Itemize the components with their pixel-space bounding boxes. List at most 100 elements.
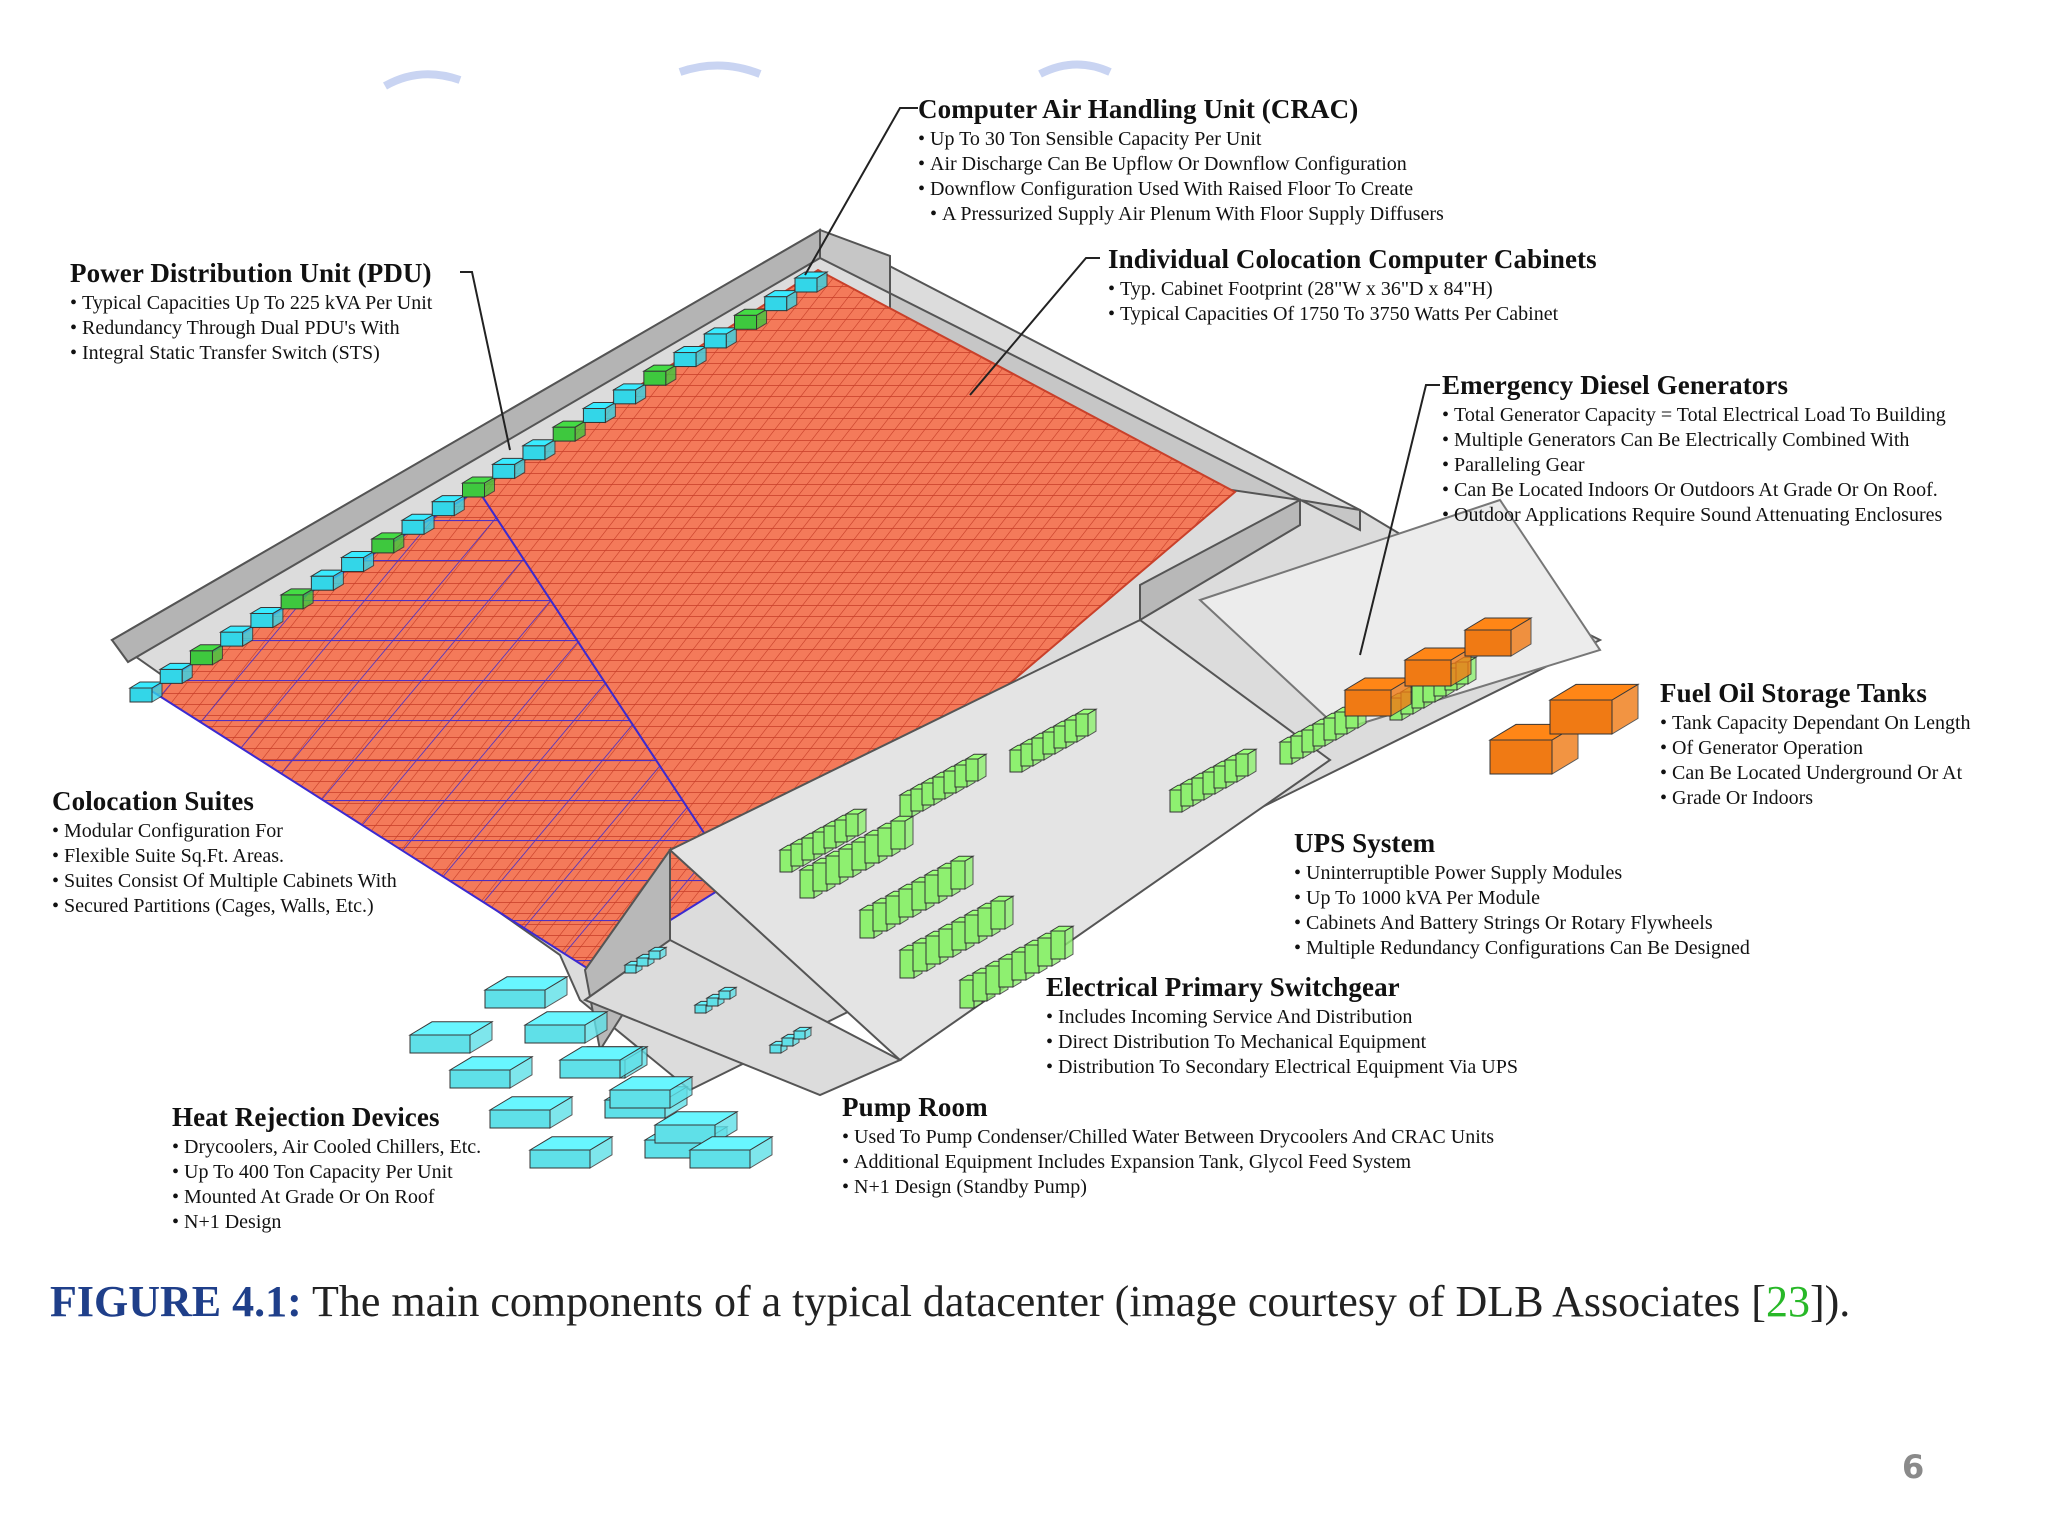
callout-heat-title: Heat Rejection Devices [172,1102,440,1132]
callout-ups-item: Up To 1000 kVA Per Module [1294,886,1750,911]
crac-unit-row [128,271,829,703]
pump-unit [792,1026,813,1040]
figure-caption: FIGURE 4.1: The main components of a typ… [50,1276,1850,1327]
callout-fuel-title: Fuel Oil Storage Tanks [1660,678,1928,708]
callout-ups-item: Cabinets And Battery Strings Or Rotary F… [1294,911,1750,936]
drycooler-unit [558,1045,644,1079]
crac-unit [309,569,346,592]
pdu-unit [460,476,497,498]
faded-title-remnant [383,60,1112,90]
generator-yard-floor [1198,498,1602,732]
callout-ups-title: UPS System [1294,828,1436,858]
caption-text: The main components of a typical datacen… [301,1277,1766,1326]
callout-cabinets: Individual Colocation Computer Cabinets … [1108,246,1597,327]
callout-fuel-item: Can Be Located Underground Or At [1660,761,1971,786]
callout-crac-item: Air Discharge Can Be Upflow Or Downflow … [918,152,1444,177]
callout-fuel: Fuel Oil Storage Tanks Tank Capacity Dep… [1660,680,1971,811]
ups-module [964,753,988,782]
callout-generators-item: Outdoor Applications Require Sound Atten… [1442,503,1946,528]
callout-switchgear-title: Electrical Primary Switchgear [1046,972,1400,1002]
ups-module [1234,748,1258,777]
callout-colocation-title: Colocation Suites [52,786,254,816]
crac-unit [490,457,527,480]
figure-label: FIGURE 4.1: [50,1277,302,1326]
pump-group [623,946,813,1054]
leader-cabinets [969,257,1100,396]
crac-unit [521,438,557,461]
heat-rejection-group [408,975,774,1169]
drycooler-unit [528,1135,614,1169]
crac-unit [430,494,467,517]
callout-generators: Emergency Diesel Generators Total Genera… [1442,372,1946,528]
switchgear-cabinet [889,815,915,850]
pdu-unit [551,420,587,442]
callout-pdu-item: Integral Static Transfer Switch (STS) [70,341,432,366]
datacenter-illustration [110,60,1640,1169]
ups-module-group [778,656,1478,873]
pdu-unit [642,364,678,387]
pdu-unit [188,643,225,666]
callout-generators-item: Can Be Located Indoors Or Outdoors At Gr… [1442,478,1946,503]
fuel-tank-group [1488,683,1640,775]
callout-ups-item: Uninterruptible Power Supply Modules [1294,861,1750,886]
callout-cabinets-item: Typical Capacities Of 1750 To 3750 Watts… [1108,302,1597,327]
colocation-cage-partitions [150,490,735,970]
drycooler-unit [688,1135,774,1169]
crac-unit [339,550,376,573]
diesel-generator [1403,647,1473,687]
callout-ups-item: Multiple Redundancy Configurations Can B… [1294,936,1750,961]
drycooler-unit [408,1020,494,1054]
callout-colocation-item: Suites Consist Of Multiple Cabinets With [52,869,397,894]
crac-unit [672,345,708,368]
callout-fuel-item: Grade Or Indoors [1660,786,1971,811]
page-number: 6 [1902,1448,1925,1486]
callout-pump-item: N+1 Design (Standby Pump) [842,1175,1494,1200]
pdu-unit [732,308,769,331]
leader-generators [1359,384,1440,656]
callout-colocation: Colocation Suites Modular Configuration … [52,788,397,919]
leader-lines [460,107,1440,656]
callout-colocation-item: Modular Configuration For [52,819,397,844]
crac-unit [158,662,195,685]
callout-pump-title: Pump Room [842,1092,988,1122]
diesel-generator [1463,617,1533,657]
callout-pdu-item: Redundancy Through Dual PDU's With [70,316,432,341]
crac-unit [218,625,255,647]
callout-switchgear-item: Distribution To Secondary Electrical Equ… [1046,1055,1518,1080]
drycooler-unit [523,1010,609,1044]
callout-pdu-item: Typical Capacities Up To 225 kVA Per Uni… [70,291,432,316]
crac-unit [702,327,739,349]
crac-unit [793,271,829,293]
callout-pump: Pump Room Used To Pump Condenser/Chilled… [842,1094,1494,1200]
callout-pdu: Power Distribution Unit (PDU) Typical Ca… [70,260,432,366]
drycooler-unit [483,975,569,1009]
callout-crac-item: Up To 30 Ton Sensible Capacity Per Unit [918,127,1444,152]
drycooler-unit [448,1055,534,1089]
callout-cabinets-title: Individual Colocation Computer Cabinets [1108,244,1597,274]
electrical-room-wall [1139,498,1301,622]
callout-generators-title: Emergency Diesel Generators [1442,370,1789,400]
drycooler-unit [488,1095,574,1129]
callout-switchgear: Electrical Primary Switchgear Includes I… [1046,974,1518,1080]
callout-generators-item: Paralleling Gear [1442,453,1946,478]
callout-pump-item: Additional Equipment Includes Expansion … [842,1150,1494,1175]
crac-unit [128,681,164,703]
electrical-room-floor [668,618,1332,1062]
citation-link[interactable]: 23 [1765,1277,1810,1326]
crac-unit [762,289,799,312]
callout-fuel-item: Of Generator Operation [1660,736,1971,761]
drycooler-unit [653,1110,739,1144]
callout-generators-item: Multiple Generators Can Be Electrically … [1442,428,1946,453]
callout-heat-item: Drycoolers, Air Cooled Chillers, Etc. [172,1135,481,1160]
generator-group [1343,617,1533,717]
callout-switchgear-item: Direct Distribution To Mechanical Equipm… [1046,1030,1518,1055]
fuel-oil-tank [1548,683,1640,735]
pdu-unit [279,587,315,610]
pump-unit [647,946,668,960]
leader-pdu [460,271,511,451]
crac-unit [400,513,436,536]
crac-unit [581,401,618,424]
callout-fuel-item: Tank Capacity Dependant On Length [1660,711,1971,736]
callout-crac: Computer Air Handling Unit (CRAC) Up To … [918,96,1444,227]
